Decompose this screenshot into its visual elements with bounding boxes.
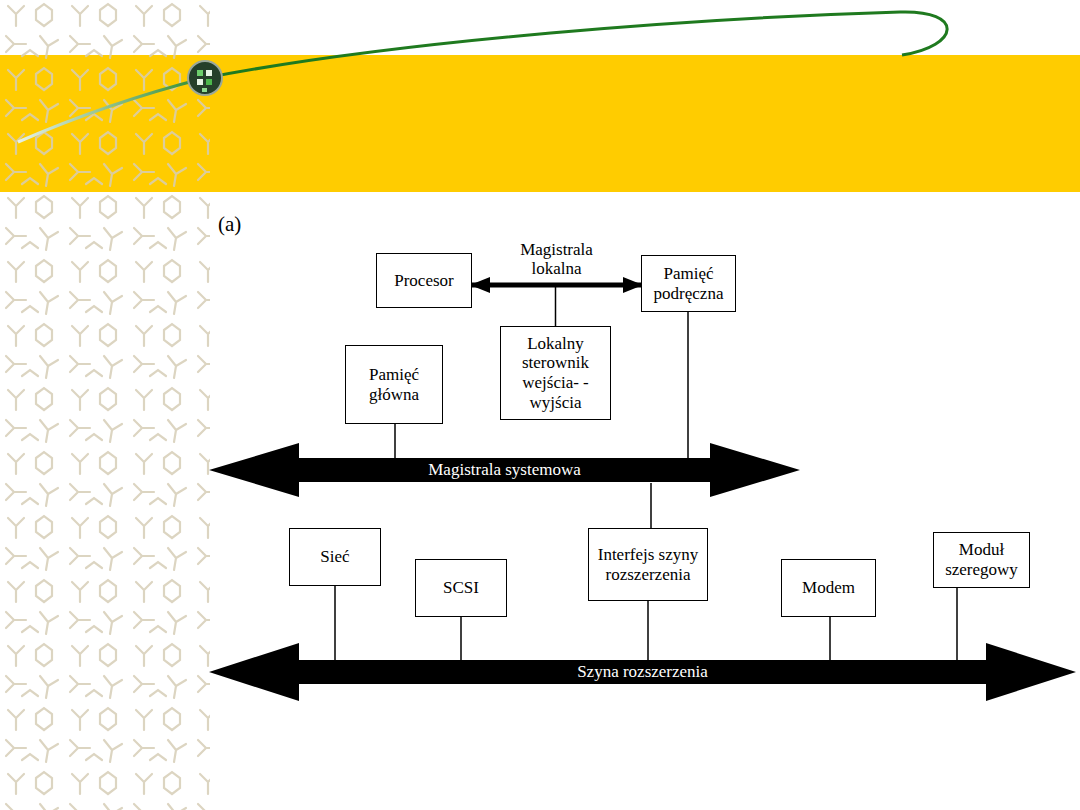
bus-tap-line — [460, 617, 462, 660]
bus-label: Szyna rozszerzenia — [577, 662, 708, 682]
box-label: Pamięć główna — [352, 365, 436, 404]
sphere-dot — [206, 79, 212, 85]
bus-label: Magistrala systemowa — [428, 460, 581, 480]
orbit-tail — [18, 78, 205, 142]
bus-tap-line — [650, 483, 652, 528]
bus-arrow — [209, 643, 1076, 701]
local-bus-stub — [555, 287, 557, 326]
sphere-dot — [206, 70, 212, 76]
scsi-box: SCSI — [415, 559, 507, 617]
bus-tap-line — [334, 586, 336, 660]
expansion-bus: Szyna rozszerzenia — [209, 660, 1076, 685]
bus-tap-line — [829, 617, 831, 660]
sphere-dot — [197, 70, 203, 76]
pattern-strip — [0, 0, 210, 810]
bridge-box: Interfejs szyny rozszerzenia — [588, 528, 708, 601]
orbit-sphere — [188, 61, 222, 95]
system-bus: Magistrala systemowa — [209, 458, 800, 483]
io-controller-box: Lokalny sterownik wejścia- -wyjścia — [500, 326, 611, 420]
bus-tap-line — [956, 588, 958, 660]
processor-box: Procesor — [376, 253, 472, 308]
box-label: Modem — [802, 578, 855, 598]
box-label: SCSI — [443, 578, 479, 598]
box-label: Procesor — [394, 271, 453, 291]
sphere-dot — [202, 88, 207, 92]
bus-name: Magistrala lokalna — [509, 240, 605, 279]
box-label: Moduł szeregowy — [940, 540, 1023, 579]
bus-tap-line — [394, 424, 396, 458]
serial-box: Moduł szeregowy — [933, 532, 1030, 588]
box-label: Lokalny sterownik wejścia- -wyjścia — [507, 334, 604, 412]
local-bus-arrow — [472, 283, 641, 288]
box-label: Pamięć podręczna — [648, 264, 729, 303]
sphere-dot — [197, 79, 203, 85]
box-label: Sieć — [320, 547, 349, 567]
bus-arrow — [209, 443, 800, 497]
modem-box: Modem — [781, 559, 876, 617]
figure-tag: (a) — [218, 212, 241, 237]
bus-tap-line — [687, 312, 689, 458]
network-box: Sieć — [289, 528, 381, 586]
cache-box: Pamięć podręczna — [641, 255, 736, 312]
box-label: Interfejs szyny rozszerzenia — [595, 545, 701, 584]
sphere — [188, 61, 222, 95]
orbit-line — [205, 12, 947, 78]
bus-tap-line — [647, 601, 649, 660]
memory-box: Pamięć główna — [345, 345, 443, 424]
